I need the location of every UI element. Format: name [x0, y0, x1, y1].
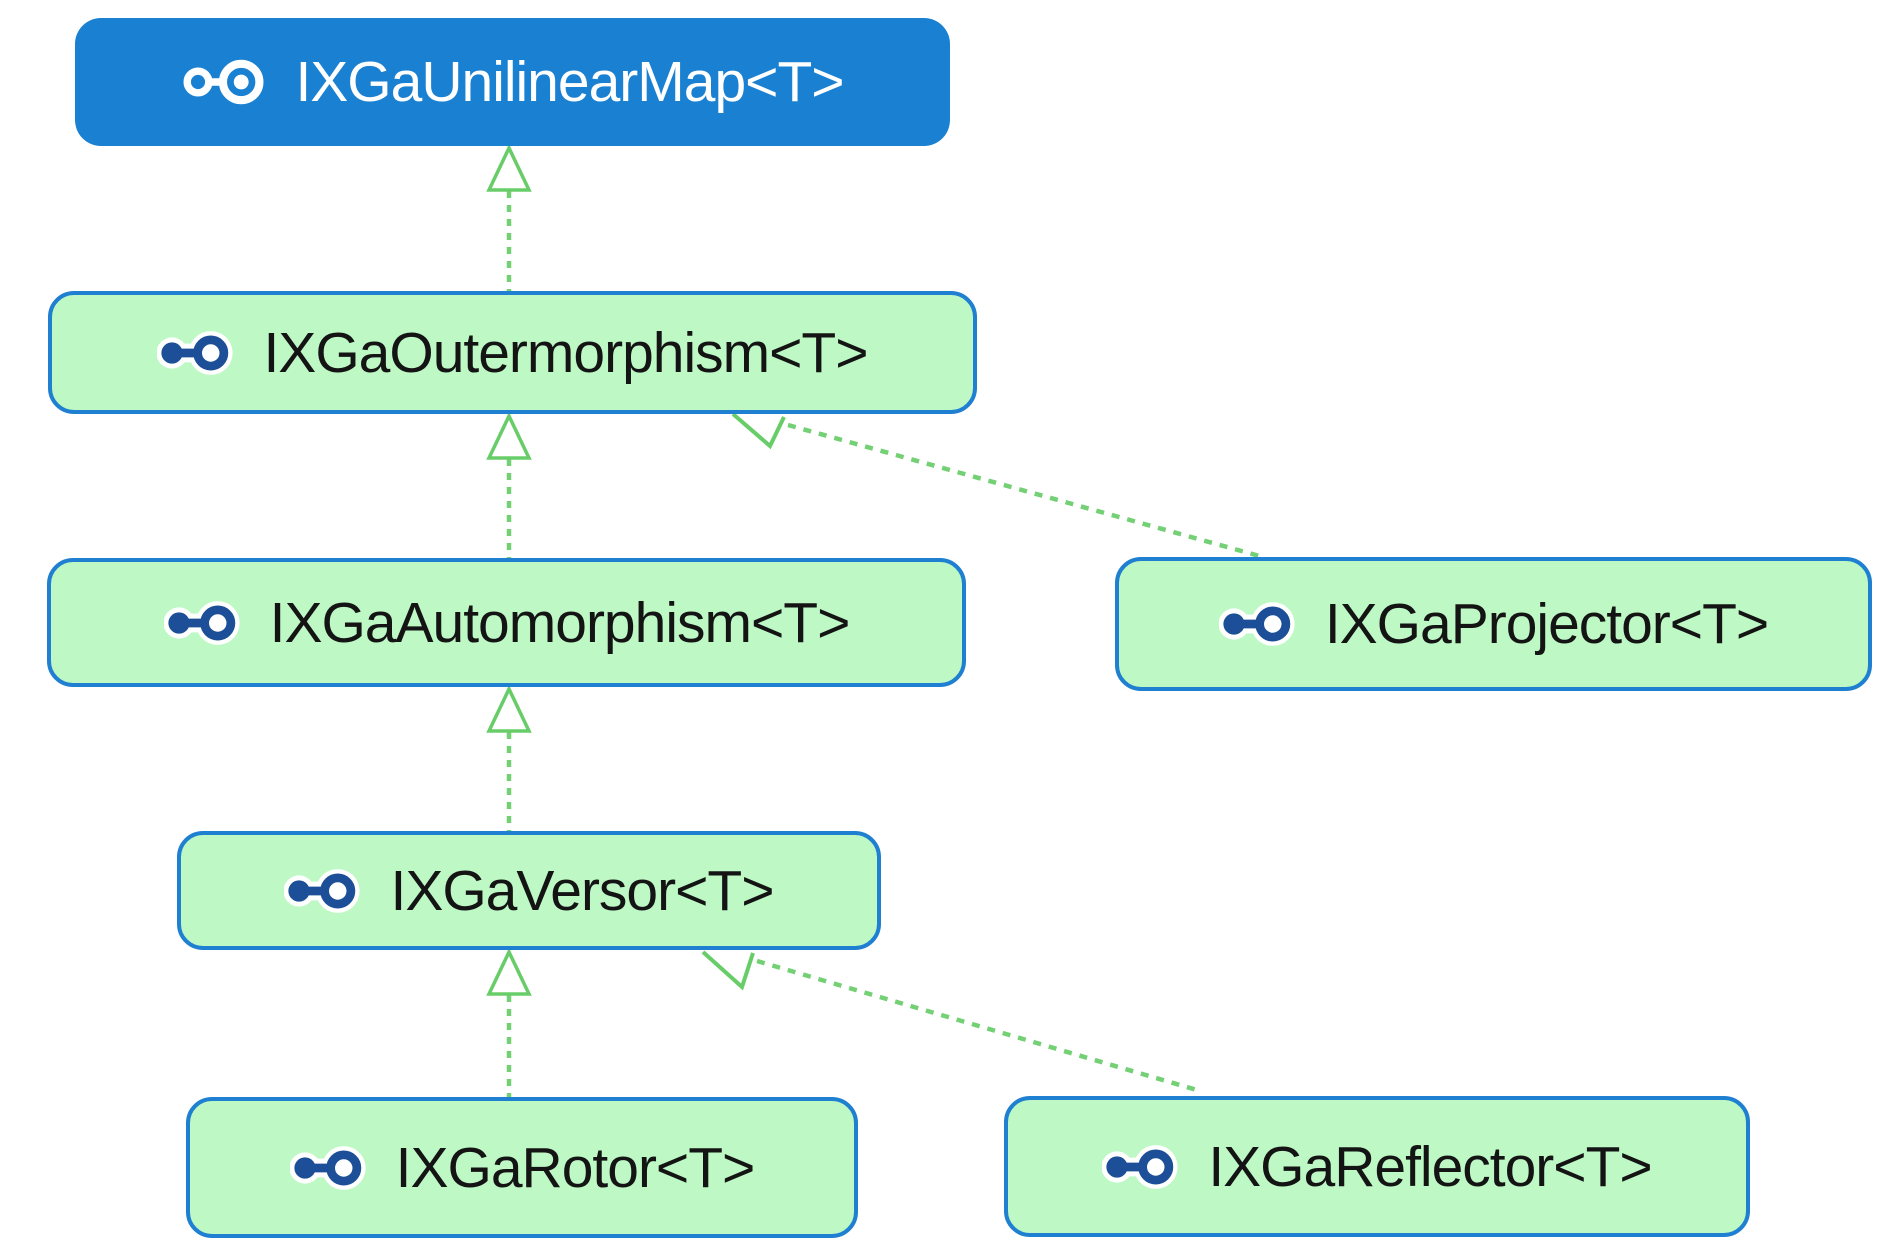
edge-automorphism-to-outermorphism — [486, 411, 532, 558]
interface-lollipop-icon — [1102, 1142, 1182, 1192]
interface-label: IXGaRotor<T> — [395, 1135, 756, 1200]
edge-versor-to-automorphism — [486, 684, 532, 831]
interface-label: IXGaVersor<T> — [390, 858, 774, 923]
interface-label: IXGaAutomorphism<T> — [269, 590, 851, 655]
interface-lollipop-icon — [163, 598, 244, 648]
interface-node-unilinearmap[interactable]: IXGaUnilinearMap<T> — [75, 18, 950, 146]
interface-node-outermorphism[interactable]: IXGaOutermorphism<T> — [48, 291, 977, 414]
interface-label: IXGaUnilinearMap<T> — [295, 50, 844, 114]
interface-lollipop-icon — [284, 866, 364, 916]
interface-lollipop-icon — [181, 55, 269, 109]
interface-node-automorphism[interactable]: IXGaAutomorphism<T> — [47, 558, 966, 687]
edge-reflector-to-versor — [701, 950, 1198, 1093]
interface-node-reflector[interactable]: IXGaReflector<T> — [1004, 1096, 1750, 1237]
edge-rotor-to-versor — [486, 947, 532, 1097]
interface-node-versor[interactable]: IXGaVersor<T> — [177, 831, 881, 950]
interface-lollipop-icon — [1218, 599, 1299, 649]
interface-label: IXGaProjector<T> — [1324, 592, 1769, 656]
interface-label: IXGaReflector<T> — [1208, 1134, 1652, 1199]
edge-outermorphism-to-unilinearmap — [486, 143, 532, 291]
interface-lollipop-icon — [289, 1143, 370, 1193]
interface-lollipop-icon — [157, 328, 237, 378]
interface-node-projector[interactable]: IXGaProjector<T> — [1115, 557, 1872, 691]
interface-label: IXGaOutermorphism<T> — [263, 320, 868, 385]
edge-projector-to-outermorphism — [731, 412, 1264, 560]
interface-node-rotor[interactable]: IXGaRotor<T> — [186, 1097, 858, 1238]
